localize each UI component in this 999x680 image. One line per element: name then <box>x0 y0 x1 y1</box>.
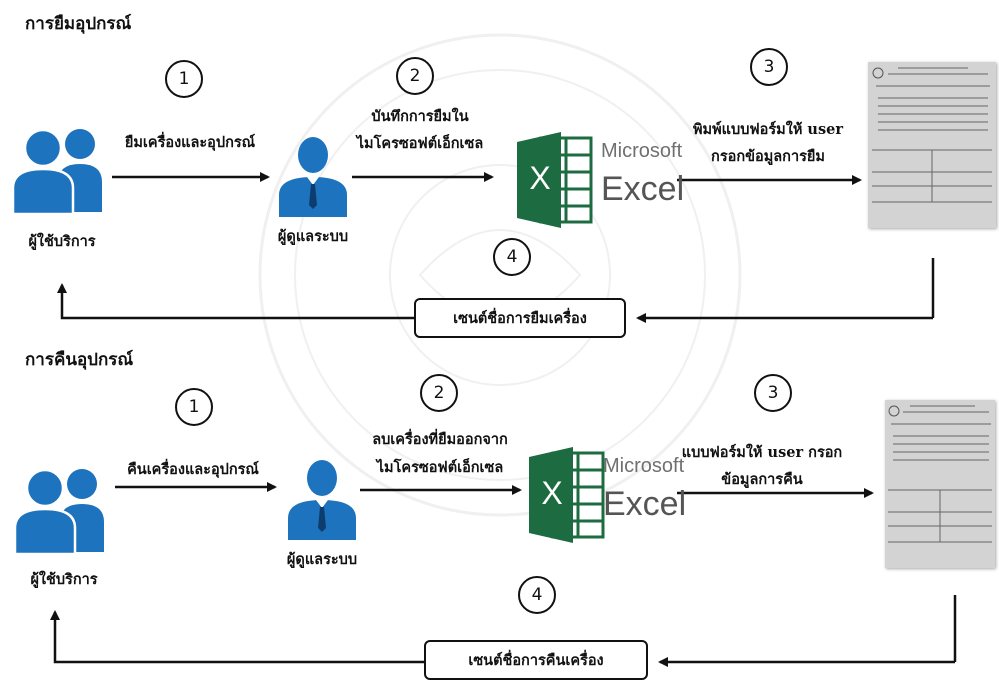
step-2-circle-borrow: 2 <box>396 57 434 95</box>
watermark-seal <box>258 33 742 517</box>
line-return-box-to-user <box>50 610 424 664</box>
excel-microsoft-text: Microsoft <box>601 140 683 162</box>
section-title-return: การคืนอุปกรณ์ <box>25 350 134 370</box>
step-1-circle-return: 1 <box>175 388 213 426</box>
users-group-icon <box>11 128 102 214</box>
step-4-circle-return: 4 <box>518 576 556 614</box>
signature-box-return: เซนต์ชื่อการคืนเครื่อง <box>424 640 648 680</box>
signature-box-borrow: เซนต์ชื่อการยืมเครื่อง <box>414 298 626 338</box>
excel-x-letter: X <box>529 160 551 196</box>
admin-person-icon <box>279 137 347 217</box>
step-1-label-borrow: ยืมเครื่องและอุปกรณ์ <box>124 134 256 151</box>
step-2-label-borrow-line2: ไมโครซอฟต์เอ็กเซล <box>356 135 484 152</box>
excel-name-text: Excel <box>601 170 685 208</box>
step-3-label-return-line2: ข้อมูลการคืน <box>721 471 803 488</box>
step-1-circle-borrow: 1 <box>165 60 203 98</box>
excel-sheet-icon <box>517 132 593 228</box>
step-4-circle-borrow: 4 <box>493 238 531 276</box>
section-title-borrow: การยืมอุปกรณ์ <box>25 14 132 34</box>
excel-logo-icon-return: X Microsoft Excel <box>527 445 692 545</box>
admin-label-return: ผู้ดูแลระบบ <box>286 551 358 568</box>
excel-microsoft-text-return: Microsoft <box>603 455 685 477</box>
users-group-icon-return <box>13 468 104 554</box>
step-3-circle-borrow: 3 <box>750 48 788 86</box>
step-2-label-return-line1: ลบเครื่องที่ยืมออกจาก <box>372 431 508 448</box>
line-borrow-box-to-user <box>57 283 414 320</box>
step-3-label-return-line1: แบบฟอร์มให้ user กรอก <box>681 444 843 461</box>
step-2-label-return-line2: ไมโครซอฟต์เอ็กเซล <box>376 459 504 476</box>
user-label-return: ผู้ใช้บริการ <box>30 571 98 588</box>
excel-x-letter-return: X <box>541 475 563 511</box>
step-2-circle-return: 2 <box>420 374 458 412</box>
excel-logo-icon: X Microsoft Excel <box>515 130 684 230</box>
admin-person-icon-return <box>288 460 356 540</box>
paper-form-document-return <box>885 400 995 568</box>
paper-form-document-borrow <box>868 62 996 228</box>
step-3-label-borrow-line2: กรอกข้อมูลการยืม <box>711 148 825 165</box>
step-3-circle-return: 3 <box>754 374 792 412</box>
admin-label-borrow: ผู้ดูแลระบบ <box>277 228 349 245</box>
step-2-label-borrow-line1: บันทึกการยืมใน <box>371 108 469 125</box>
user-label-borrow: ผู้ใช้บริการ <box>28 233 96 250</box>
excel-name-text-return: Excel <box>603 485 687 523</box>
step-3-label-borrow-line1: พิมพ์แบบฟอร์มให้ user <box>692 121 843 138</box>
step-1-label-return: คืนเครื่องและอุปกรณ์ <box>127 461 259 478</box>
excel-sheet-icon-return <box>529 447 605 543</box>
